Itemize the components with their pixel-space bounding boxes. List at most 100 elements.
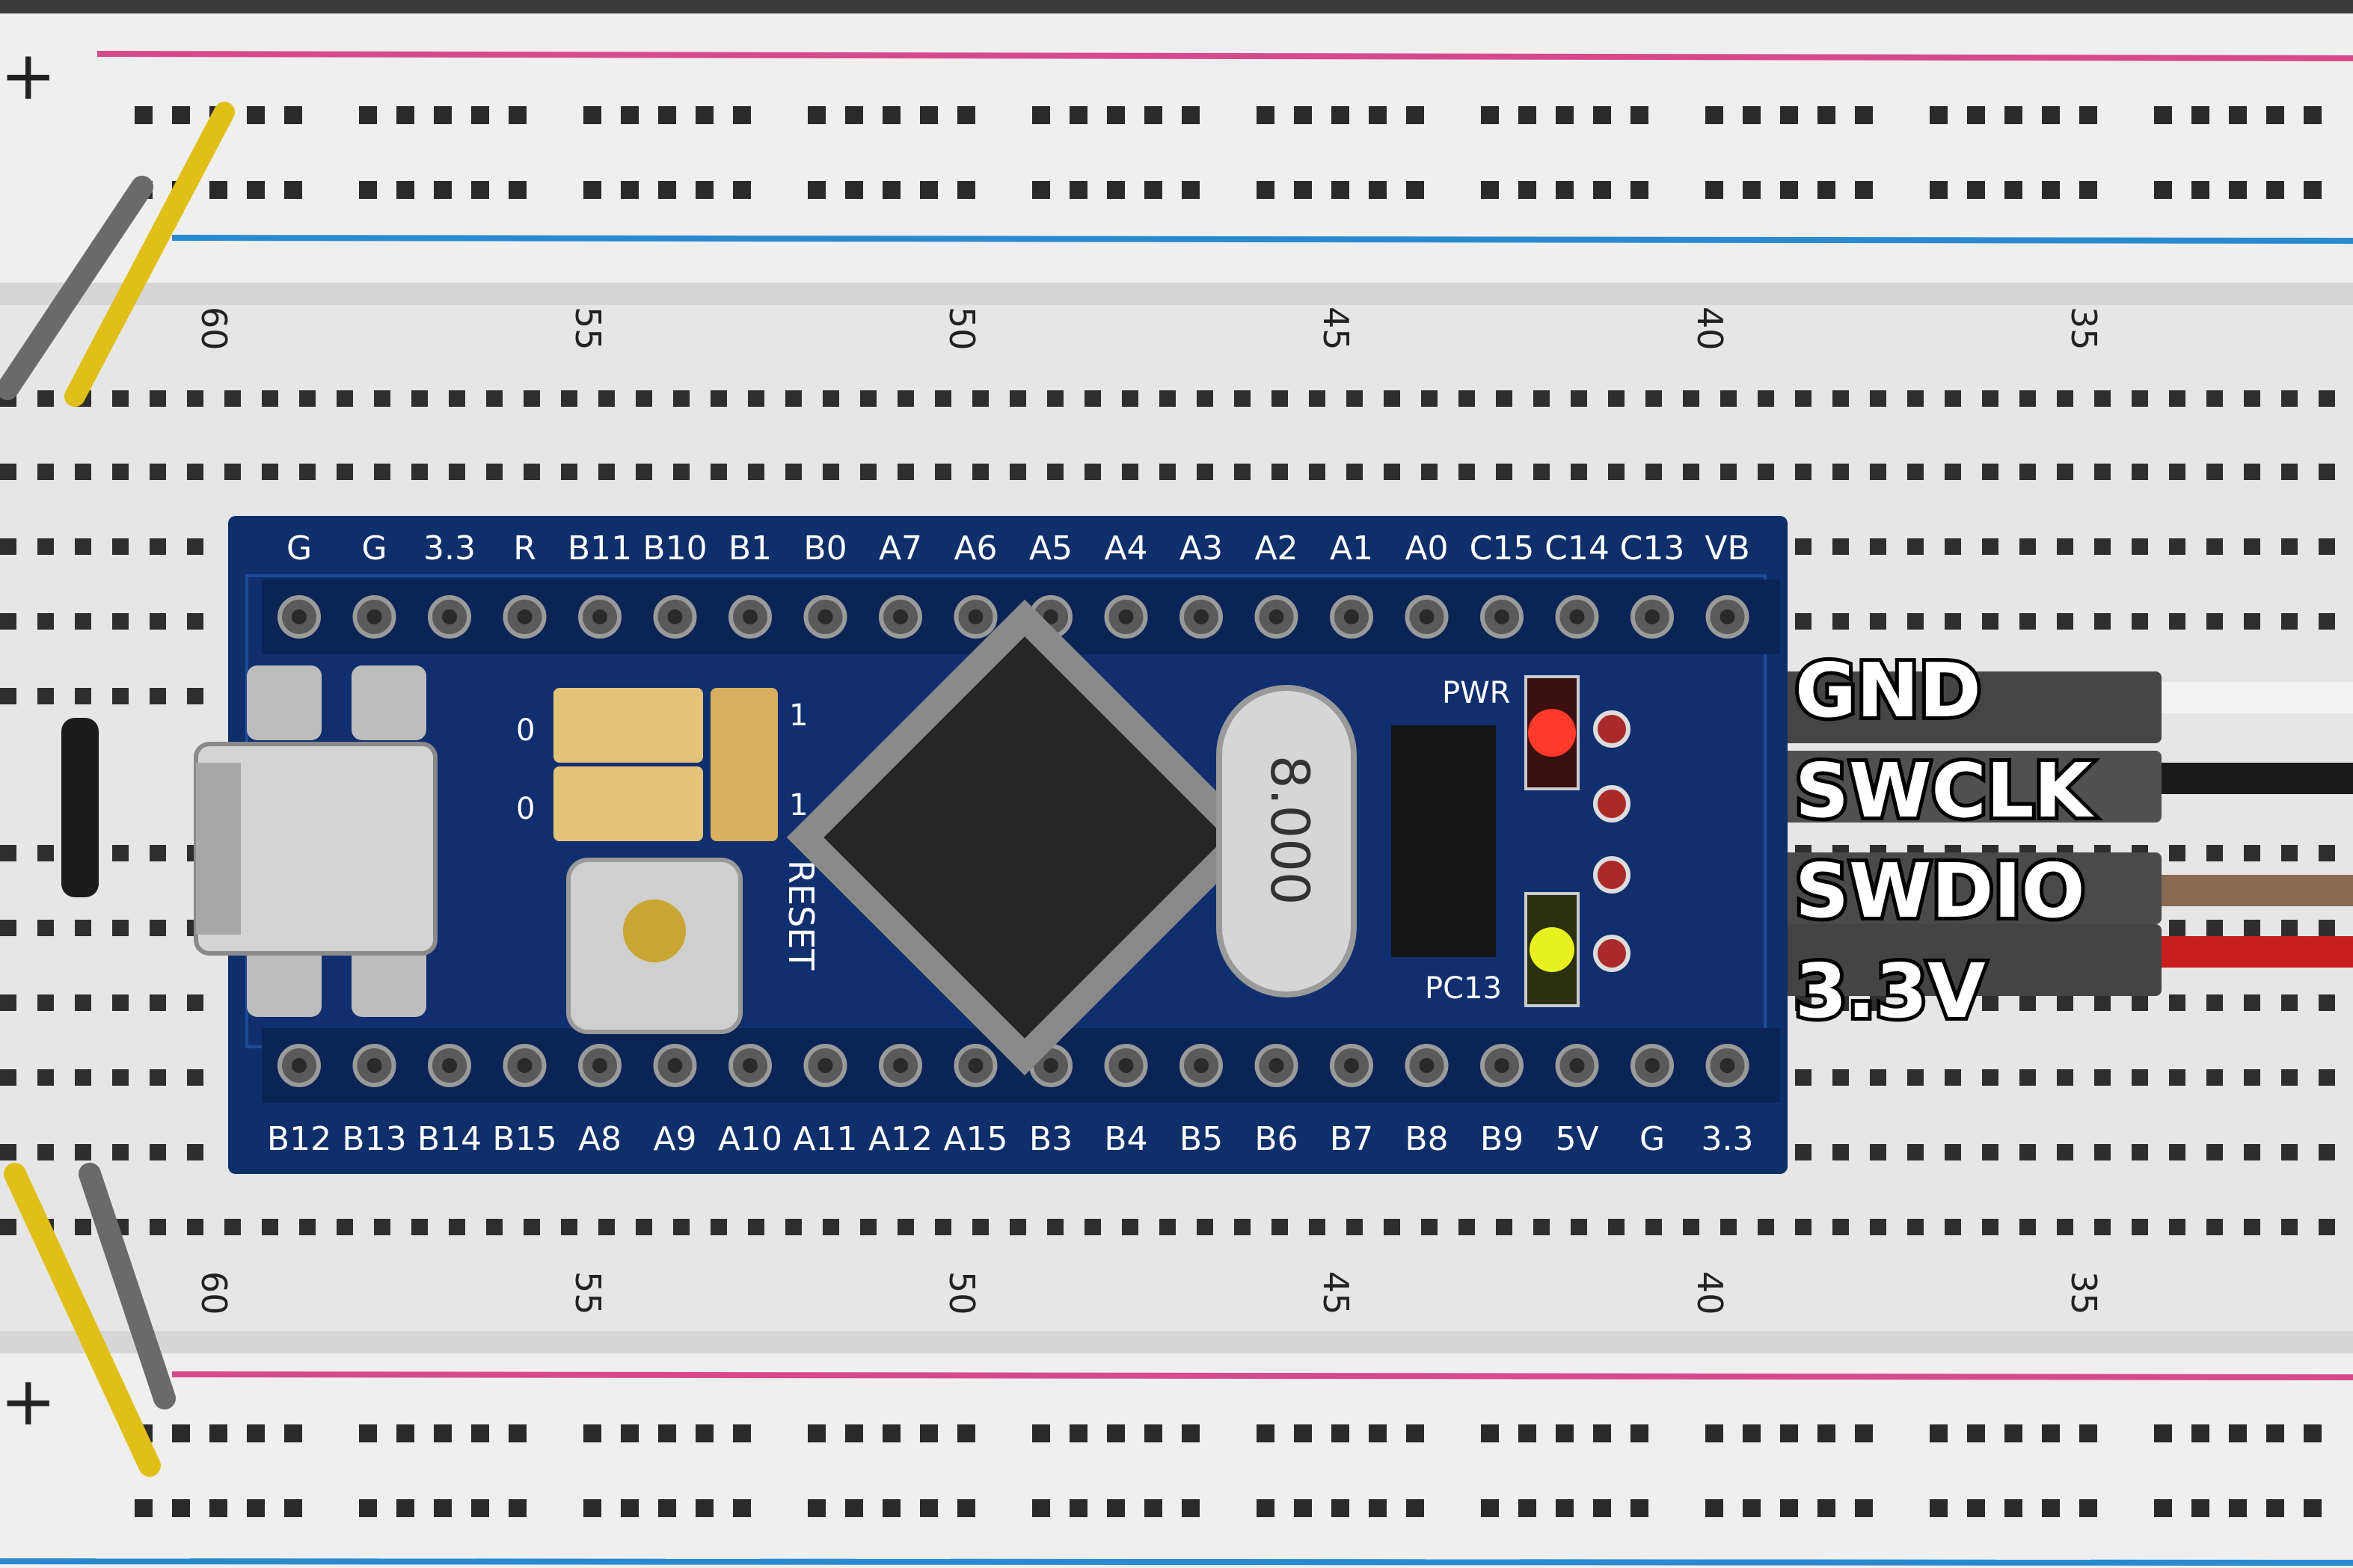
breadboard-hole bbox=[112, 464, 129, 480]
header-pin-label: B11 bbox=[568, 529, 632, 568]
rail-hole bbox=[845, 106, 863, 124]
rail-hole bbox=[1817, 1499, 1835, 1517]
header-pin-label: B1 bbox=[728, 529, 772, 568]
breadboard-hole bbox=[2319, 845, 2335, 861]
rail-hole bbox=[1406, 106, 1424, 124]
breadboard-hole bbox=[299, 390, 316, 407]
breadboard-hole bbox=[1982, 994, 1998, 1011]
breadboard-hole bbox=[1832, 1069, 1849, 1086]
rail-hole bbox=[1406, 181, 1424, 199]
breadboard-hole bbox=[2319, 538, 2335, 555]
breadboard-hole bbox=[1309, 390, 1325, 407]
header-pin-hole bbox=[442, 1058, 457, 1073]
rail-hole bbox=[1107, 181, 1125, 199]
breadboard-hole bbox=[411, 1219, 428, 1235]
gray-wire-bottom bbox=[79, 1163, 176, 1409]
rail-hole bbox=[1032, 1499, 1050, 1517]
crystal bbox=[1216, 685, 1357, 997]
reset-button-cap bbox=[623, 900, 686, 962]
pc13-label: PC13 bbox=[1425, 971, 1502, 1006]
breadboard-hole bbox=[1085, 390, 1101, 407]
breadboard-hole bbox=[2094, 1219, 2111, 1235]
breadboard-hole bbox=[2319, 1069, 2335, 1086]
breadboard-hole bbox=[374, 1219, 390, 1235]
breadboard-hole bbox=[1421, 464, 1438, 480]
header-pin-label: A3 bbox=[1179, 529, 1223, 568]
rail-hole bbox=[2304, 181, 2322, 199]
breadboard-hole bbox=[0, 1219, 16, 1235]
rail-hole bbox=[359, 1499, 377, 1517]
header-pin-label: B8 bbox=[1405, 1120, 1448, 1158]
breadboard-hole bbox=[972, 464, 989, 480]
rail-hole bbox=[883, 1499, 901, 1517]
breadboard-hole bbox=[112, 390, 129, 407]
breadboard-hole bbox=[785, 1219, 802, 1235]
rail-hole bbox=[658, 1424, 676, 1442]
header-pin-hole bbox=[1043, 1058, 1058, 1073]
breadboard-hole bbox=[1907, 538, 1924, 555]
breadboard-hole bbox=[1870, 1069, 1886, 1086]
breadboard-hole bbox=[2281, 390, 2298, 407]
header-pin-label: A4 bbox=[1104, 529, 1147, 568]
rail-hole bbox=[1930, 181, 1948, 199]
breadboard-hole bbox=[2281, 920, 2298, 936]
rail-hole bbox=[1930, 1499, 1948, 1517]
breadboard-hole bbox=[0, 920, 16, 936]
breadboard-hole bbox=[823, 1219, 839, 1235]
rail-hole bbox=[957, 1424, 975, 1442]
breadboard-hole bbox=[1720, 464, 1737, 480]
rail-hole bbox=[434, 106, 452, 124]
breadboard-hole bbox=[1683, 464, 1699, 480]
pwr-label: PWR bbox=[1442, 676, 1510, 710]
breadboard-hole bbox=[2019, 613, 2036, 630]
breadboard-hole bbox=[1870, 390, 1886, 407]
breadboard-hole bbox=[524, 390, 540, 407]
breadboard-hole bbox=[449, 464, 465, 480]
header-pin-label: B12 bbox=[267, 1120, 331, 1158]
breadboard-hole bbox=[1832, 1219, 1849, 1235]
breadboard-hole bbox=[2019, 1219, 2036, 1235]
breadboard-hole bbox=[1832, 538, 1849, 555]
breadboard-hole bbox=[75, 994, 91, 1011]
breadboard-hole bbox=[1458, 390, 1475, 407]
breadboard-hole bbox=[1346, 464, 1363, 480]
breadboard-hole bbox=[1271, 1219, 1288, 1235]
swd-pin-swdio bbox=[1593, 856, 1630, 894]
header-pin-label: B4 bbox=[1104, 1120, 1147, 1158]
rail-hole bbox=[1593, 181, 1611, 199]
jumper-mark-1b: 1 bbox=[789, 788, 808, 823]
breadboard-hole bbox=[1047, 464, 1064, 480]
header-pin-label: C15 bbox=[1470, 529, 1535, 568]
header-pin-hole bbox=[1344, 609, 1359, 624]
swd-label-swdio: SWDIO bbox=[1795, 847, 2085, 935]
rail-hole bbox=[733, 181, 751, 199]
usb-pad-3 bbox=[247, 942, 322, 1017]
rail-hole bbox=[621, 106, 639, 124]
breadboard-hole bbox=[1832, 613, 1849, 630]
breadboard-hole bbox=[1795, 1219, 1811, 1235]
breadboard-hole bbox=[37, 845, 54, 861]
rail-hole bbox=[1855, 106, 1873, 124]
rail-hole bbox=[2042, 1499, 2060, 1517]
header-pin-label: B9 bbox=[1480, 1120, 1524, 1158]
swd-pin-swclk bbox=[1593, 785, 1630, 823]
breadboard-hole bbox=[150, 390, 166, 407]
breadboard-hole bbox=[598, 390, 615, 407]
header-pin-hole bbox=[1645, 1058, 1660, 1073]
breadboard-hole bbox=[2132, 464, 2148, 480]
breadboard-hole bbox=[224, 464, 241, 480]
rail-hole bbox=[1780, 1424, 1798, 1442]
rail-hole bbox=[733, 106, 751, 124]
breadboard-hole bbox=[1907, 1219, 1924, 1235]
rail-hole bbox=[1182, 181, 1200, 199]
header-pin-label: G bbox=[286, 529, 312, 568]
breadboard-hole bbox=[1645, 464, 1662, 480]
breadboard-hole bbox=[2057, 613, 2073, 630]
breadboard-hole bbox=[1496, 390, 1512, 407]
rail-hole bbox=[883, 181, 901, 199]
rail-hole bbox=[1743, 1499, 1761, 1517]
breadboard-hole bbox=[2094, 613, 2111, 630]
breadboard-hole bbox=[2169, 994, 2185, 1011]
rail-hole bbox=[1107, 1499, 1125, 1517]
